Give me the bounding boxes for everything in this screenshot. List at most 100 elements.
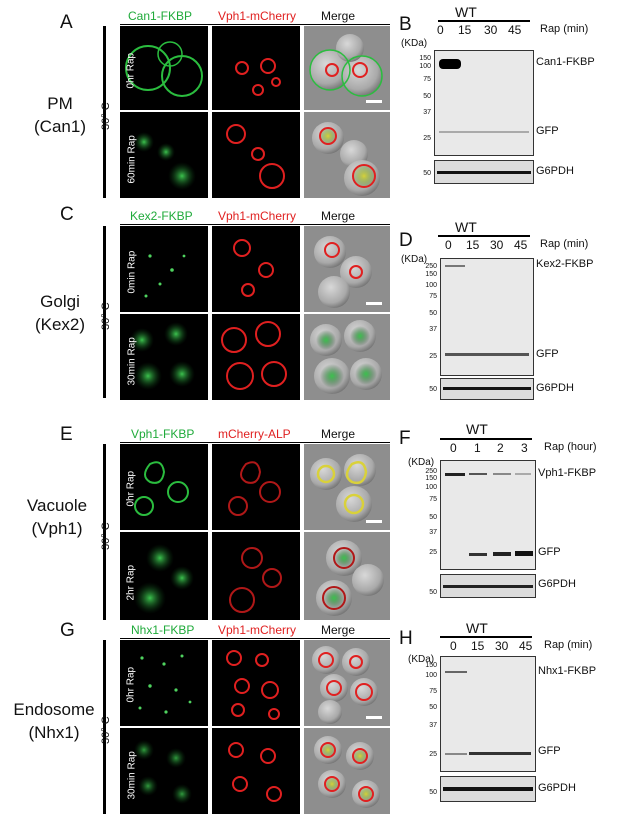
channel-label-merge: Merge xyxy=(321,209,356,223)
organelle-protein: (Can1) xyxy=(34,117,86,136)
lane-label: 45 xyxy=(514,238,528,252)
blot-membrane xyxy=(440,258,534,376)
mw-marker: 150 xyxy=(425,271,437,278)
lane-label: 15 xyxy=(471,639,485,653)
loading-blot xyxy=(440,378,534,400)
mw-marker: 37 xyxy=(429,529,437,536)
genotype-label: WT xyxy=(466,620,488,636)
temperature-label: 30° C xyxy=(100,302,112,330)
mw-marker: 37 xyxy=(429,722,437,729)
micrograph-merge-top xyxy=(304,444,390,530)
lane-label: 3 xyxy=(521,441,528,455)
micrograph-merge-bottom xyxy=(304,532,390,620)
channel-label-green: Vph1-FKBP xyxy=(131,427,195,441)
condition-label: 2hr Rap xyxy=(125,564,137,601)
channel-label-red: Vph1-mCherry xyxy=(218,9,297,23)
channel-label-green: Kex2-FKBP xyxy=(130,209,193,223)
mw-marker: 50 xyxy=(429,589,437,596)
mw-marker: 150 xyxy=(419,55,431,62)
lane-label: 30 xyxy=(495,639,509,653)
channel-header-line xyxy=(120,24,390,25)
mw-marker: 75 xyxy=(429,496,437,503)
lane-label: 15 xyxy=(458,23,472,37)
loading-label: G6PDH xyxy=(536,165,574,177)
mw-marker: 50 xyxy=(429,310,437,317)
condition-label: 0hr Rap xyxy=(125,470,137,507)
organelle-name: Golgi xyxy=(40,292,80,311)
mw-marker: 250 xyxy=(425,468,437,475)
organelle-protein: (Nhx1) xyxy=(28,723,80,742)
row-bracket xyxy=(103,640,106,814)
panel-letter-f: F xyxy=(399,428,411,449)
organelle-name: Vacuole xyxy=(26,496,88,515)
mw-marker: 37 xyxy=(429,326,437,333)
row-bracket xyxy=(103,444,106,620)
channel-label-green: Nhx1-FKBP xyxy=(131,623,195,637)
condition-label: 30min Rap xyxy=(126,337,138,386)
micrograph-merge-bottom xyxy=(304,112,390,198)
lane-label: 45 xyxy=(508,23,522,37)
channel-label-merge: Merge xyxy=(321,623,356,637)
mw-marker: 150 xyxy=(425,662,437,669)
gfp-band-label: GFP xyxy=(538,745,561,757)
channel-header-line xyxy=(120,442,390,443)
mw-marker: 50 xyxy=(423,93,431,100)
mw-marker: 75 xyxy=(429,688,437,695)
micrograph-green-top: 0hr Rap xyxy=(120,640,208,726)
condition-label: 0hr Rap xyxy=(125,52,137,89)
gfp-band-label: GFP xyxy=(538,546,561,558)
mw-marker: 75 xyxy=(423,76,431,83)
micrograph-merge-top xyxy=(304,226,390,312)
condition-label: 0hr Rap xyxy=(125,666,137,703)
gfp-band-label: GFP xyxy=(536,125,559,137)
blot-membrane xyxy=(440,656,536,772)
channel-label-red: Vph1-mCherry xyxy=(218,209,297,223)
gfp-band xyxy=(439,131,529,133)
micrograph-merge-bottom xyxy=(304,728,390,814)
genotype-label: WT xyxy=(455,219,477,235)
lane-label: 2 xyxy=(497,441,504,455)
channel-label-merge: Merge xyxy=(321,427,356,441)
blot-membrane xyxy=(440,460,536,570)
treatment-unit: Rap (min) xyxy=(540,23,589,35)
lane-label: 0 xyxy=(445,238,452,252)
temperature-label: 30° C xyxy=(100,522,112,550)
treatment-unit: Rap (min) xyxy=(540,238,589,250)
channel-label-green: Can1-FKBP xyxy=(128,9,193,23)
micrograph-red-top xyxy=(212,226,300,312)
micrograph-merge-top xyxy=(304,640,390,726)
mw-marker: 25 xyxy=(429,549,437,556)
gfp-band xyxy=(445,753,467,755)
panel-letter-a: A xyxy=(60,12,73,33)
gfp-band xyxy=(445,353,529,356)
micrograph-red-top xyxy=(212,640,300,726)
panel-letter-h: H xyxy=(399,628,413,649)
gfp-band xyxy=(469,553,487,556)
fusion-band-label: Nhx1-FKBP xyxy=(538,665,597,677)
micrograph-red-bottom xyxy=(212,532,300,620)
mw-marker: 50 xyxy=(429,704,437,711)
lane-label: 15 xyxy=(466,238,480,252)
organelle-protein: (Kex2) xyxy=(34,315,86,334)
micrograph-red-bottom xyxy=(212,314,300,400)
row-bracket xyxy=(103,226,106,398)
mw-marker: 100 xyxy=(425,672,437,679)
fusion-band xyxy=(445,265,465,267)
kda-label: (KDa) xyxy=(401,254,428,265)
genotype-line xyxy=(440,636,532,638)
channel-header-line xyxy=(120,638,390,639)
temperature-label: 30° C xyxy=(100,102,112,130)
gfp-band xyxy=(469,752,531,755)
mw-marker: 25 xyxy=(429,751,437,758)
lane-label: 30 xyxy=(484,23,498,37)
genotype-line xyxy=(440,438,532,440)
organelle-protein: (Vph1) xyxy=(31,519,83,538)
fusion-band xyxy=(439,59,461,69)
temperature-label: 30° C xyxy=(100,716,112,744)
genotype-label: WT xyxy=(466,421,488,437)
fusion-band xyxy=(515,473,531,475)
panel-letter-e: E xyxy=(60,424,73,445)
mw-marker: 25 xyxy=(423,135,431,142)
micrograph-green-top: 0hr Rap xyxy=(120,444,208,530)
organelle-label: Golgi (Kex2) xyxy=(20,290,100,336)
